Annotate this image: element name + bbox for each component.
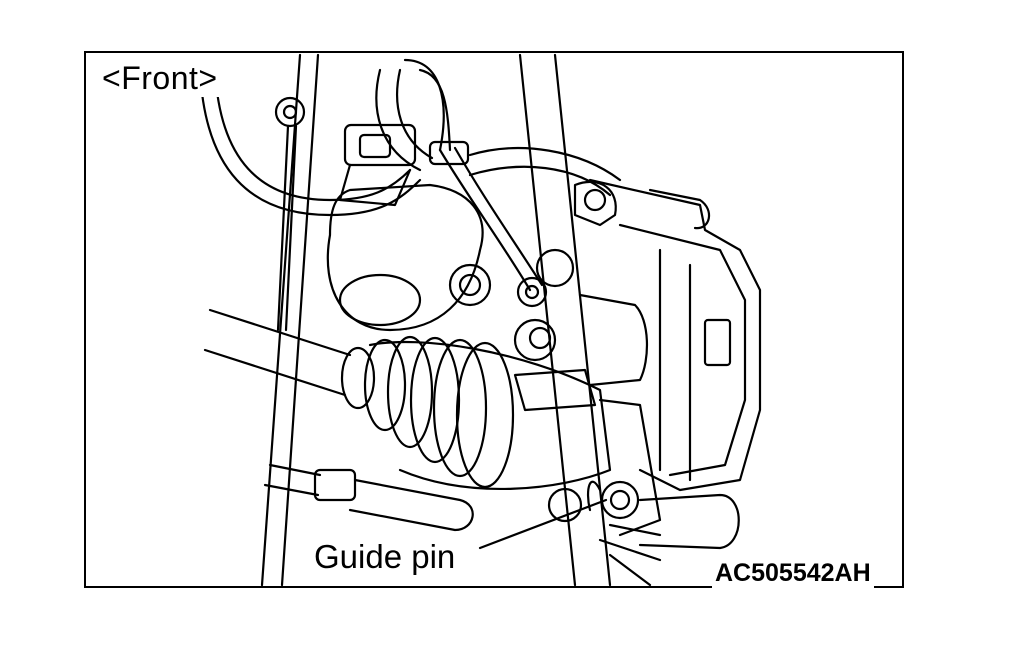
cv-boot bbox=[340, 335, 612, 491]
figure-frame bbox=[84, 51, 904, 588]
guide-pin-leader bbox=[478, 498, 608, 550]
brake-line bbox=[428, 140, 544, 292]
hose-bracket bbox=[274, 96, 417, 332]
caliper-bolts bbox=[513, 248, 597, 412]
knuckle bbox=[326, 147, 622, 332]
drive-shaft bbox=[203, 308, 352, 397]
guide-pin-assembly bbox=[547, 398, 740, 586]
caliper bbox=[573, 178, 762, 492]
strut-lines bbox=[260, 53, 612, 586]
view-title: <Front> bbox=[100, 60, 220, 97]
callout-guide-pin: Guide pin bbox=[310, 538, 460, 576]
brake-hose bbox=[198, 58, 452, 217]
tie-rod bbox=[263, 463, 474, 532]
figure-code: AC505542AH bbox=[712, 559, 874, 588]
